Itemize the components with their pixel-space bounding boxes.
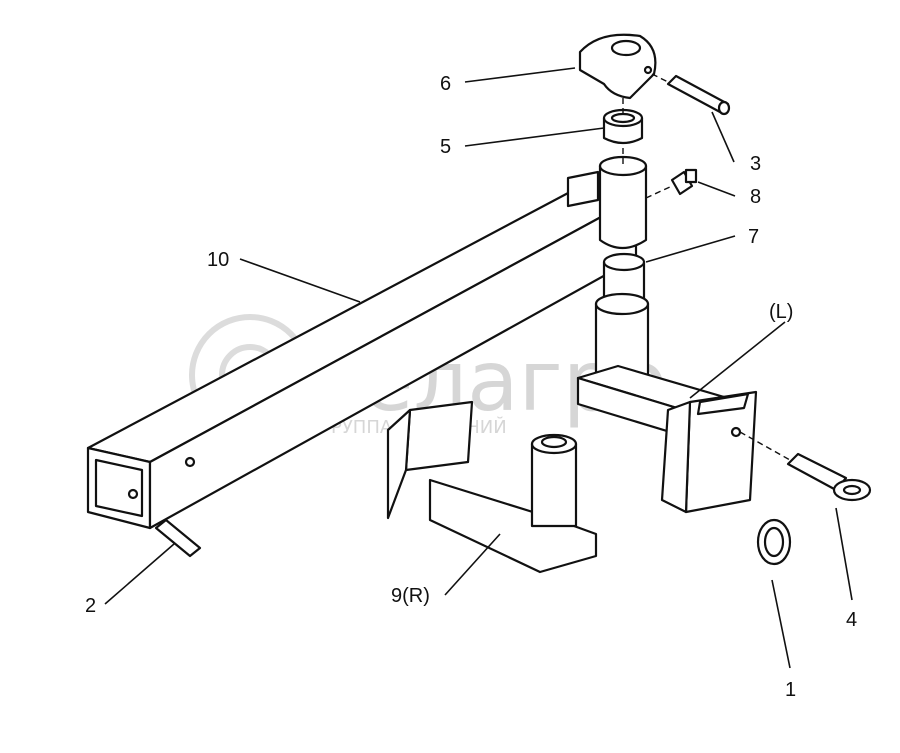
callout-10: 10 bbox=[207, 249, 229, 271]
callout-2: 2 bbox=[85, 595, 96, 617]
clamp-part-6 bbox=[578, 33, 657, 100]
callout-7: 7 bbox=[748, 226, 759, 248]
callout-5: 5 bbox=[440, 136, 451, 158]
grease-nipple-part-8 bbox=[670, 168, 698, 196]
pin-part-3 bbox=[666, 74, 731, 116]
callout-9R: 9(R) bbox=[391, 585, 430, 607]
callout-8: 8 bbox=[750, 186, 761, 208]
leader-lines bbox=[104, 67, 853, 669]
bushing-part-5 bbox=[602, 108, 644, 145]
callout-1: 1 bbox=[785, 679, 796, 701]
callout-3: 3 bbox=[750, 153, 761, 175]
bracket-part-9R bbox=[386, 400, 598, 574]
axis-lines bbox=[622, 73, 791, 461]
clevis-pin-part-4 bbox=[786, 452, 872, 502]
pivot-housing bbox=[566, 155, 648, 250]
snap-ring-part-1 bbox=[756, 518, 792, 566]
callout-L: (L) bbox=[769, 301, 793, 323]
roll-pin-part-2 bbox=[154, 518, 202, 558]
callout-labels: 6 5 3 8 7 10 (L) 2 9(R) 4 1 bbox=[85, 73, 857, 701]
bracket-left bbox=[576, 364, 758, 514]
callout-6: 6 bbox=[440, 73, 451, 95]
callout-4: 4 bbox=[846, 609, 857, 631]
